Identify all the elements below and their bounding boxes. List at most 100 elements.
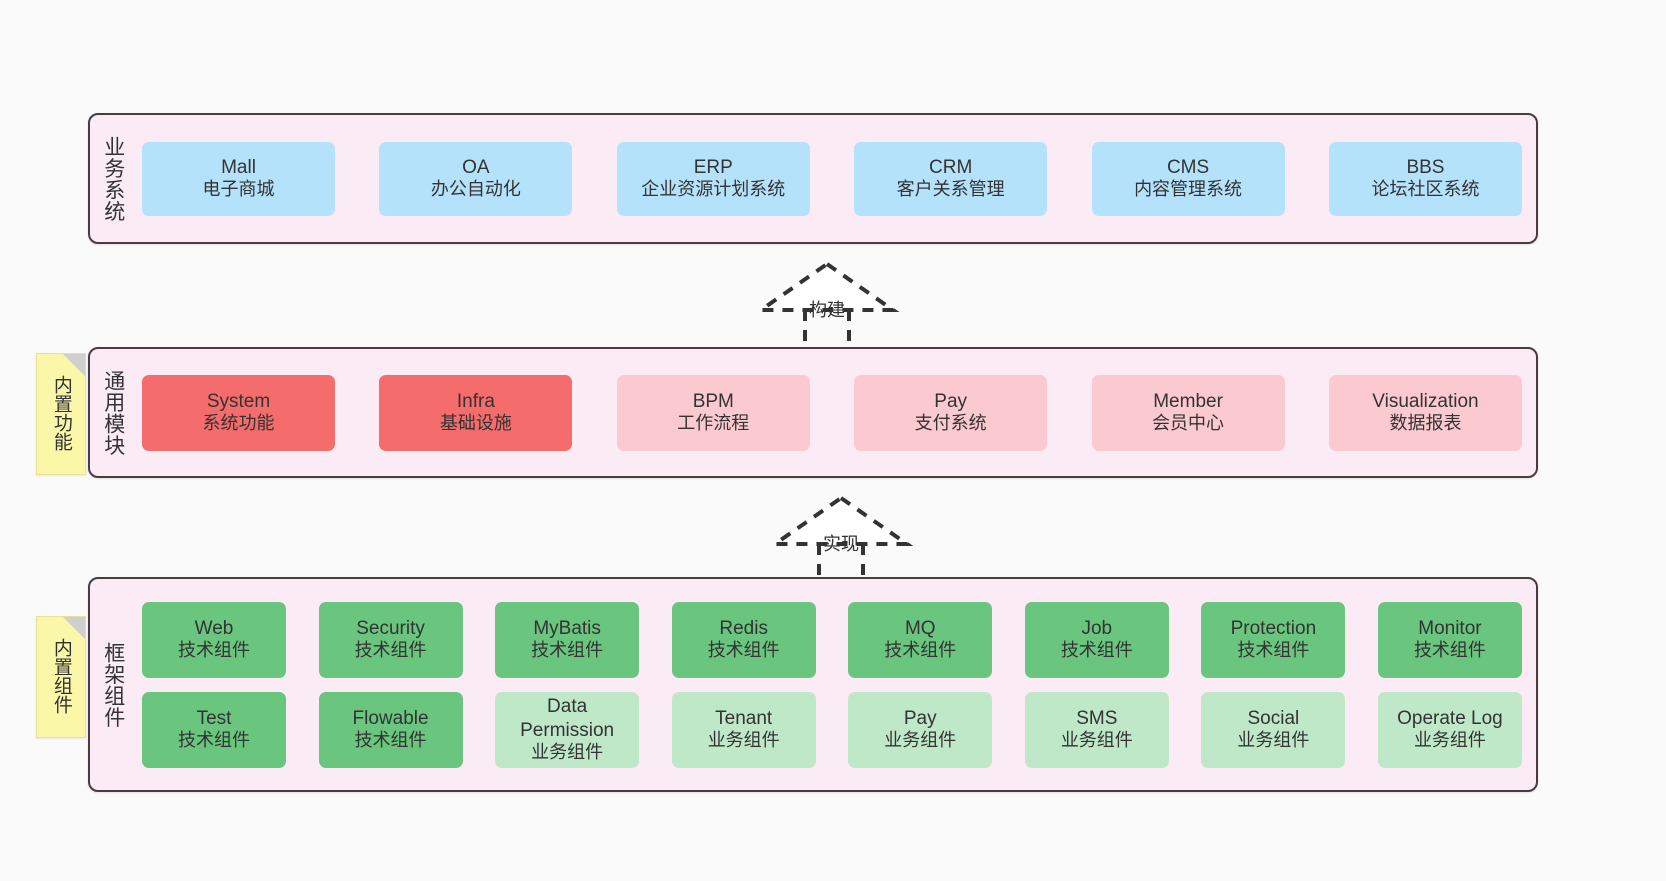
box-protection-title: Protection <box>1230 617 1317 639</box>
box-infra-title: Infra <box>456 390 495 412</box>
framework-row-tech: Web 技术组件 Security 技术组件 MyBatis 技术组件 Redi… <box>142 601 1522 678</box>
box-protection-subtitle: 技术组件 <box>1237 640 1310 661</box>
build-arrow-icon <box>754 261 900 352</box>
box-bpm-title: BPM <box>692 390 734 412</box>
box-security[interactable]: Security 技术组件 <box>318 601 463 678</box>
box-operate-log-subtitle: 业务组件 <box>1413 730 1486 751</box>
box-sms[interactable]: SMS 业务组件 <box>1024 691 1169 768</box>
box-protection[interactable]: Protection 技术组件 <box>1201 601 1346 678</box>
box-flowable[interactable]: Flowable 技术组件 <box>318 691 463 768</box>
box-system-title: System <box>206 390 271 412</box>
box-redis-title: Redis <box>719 617 768 639</box>
note-builtin-component-text: 内置组件 <box>50 638 72 714</box>
box-member-subtitle: 会员中心 <box>1152 413 1225 434</box>
connector-implement: 实现 <box>766 492 916 587</box>
box-mall-subtitle: 电子商城 <box>202 179 275 200</box>
box-operate-log[interactable]: Operate Log 业务组件 <box>1377 691 1522 768</box>
connector-build: 构建 <box>752 258 902 353</box>
box-pay-module-title: Pay <box>934 390 968 412</box>
box-mq-title: MQ <box>904 617 936 639</box>
box-erp-title: ERP <box>693 156 733 178</box>
box-member[interactable]: Member 会员中心 <box>1091 374 1285 451</box>
note-builtin-function-text: 内置功能 <box>50 375 72 451</box>
box-mybatis-title: MyBatis <box>533 617 601 639</box>
box-data-permission-subtitle: 业务组件 <box>531 741 604 762</box>
box-security-title: Security <box>356 617 425 639</box>
box-tenant-title: Tenant <box>715 707 773 729</box>
box-mall[interactable]: Mall 电子商城 <box>142 141 335 216</box>
layer-body-framework-component: Web 技术组件 Security 技术组件 MyBatis 技术组件 Redi… <box>136 579 1536 790</box>
box-mq[interactable]: MQ 技术组件 <box>848 601 993 678</box>
box-web-subtitle: 技术组件 <box>178 640 250 661</box>
implement-arrow-icon <box>768 495 914 586</box>
box-flowable-title: Flowable <box>352 707 429 729</box>
box-monitor[interactable]: Monitor 技术组件 <box>1377 601 1522 678</box>
box-mybatis[interactable]: MyBatis 技术组件 <box>495 601 640 678</box>
box-monitor-title: Monitor <box>1418 617 1482 639</box>
box-tenant[interactable]: Tenant 业务组件 <box>671 691 816 768</box>
box-social[interactable]: Social 业务组件 <box>1201 691 1346 768</box>
box-bpm[interactable]: BPM 工作流程 <box>616 374 810 451</box>
note-builtin-component: 内置组件 <box>36 616 86 738</box>
box-web-title: Web <box>194 617 234 639</box>
box-oa-title: OA <box>462 156 490 178</box>
layer-common-module[interactable]: 通用模块 System 系统功能 Infra 基础设施 BPM 工作流程 Pay… <box>88 347 1538 478</box>
layer-title-business-system: 业务系统 <box>101 135 125 222</box>
box-web[interactable]: Web 技术组件 <box>142 601 286 678</box>
box-visualization-title: Visualization <box>1372 390 1479 412</box>
box-crm[interactable]: CRM 客户关系管理 <box>854 141 1048 216</box>
connector-implement-label: 实现 <box>823 534 859 554</box>
box-security-subtitle: 技术组件 <box>354 640 427 661</box>
box-monitor-subtitle: 技术组件 <box>1413 640 1486 661</box>
box-redis-subtitle: 技术组件 <box>707 640 780 661</box>
box-tenant-subtitle: 业务组件 <box>707 730 780 751</box>
box-oa[interactable]: OA 办公自动化 <box>379 141 573 216</box>
connector-build-label: 构建 <box>809 300 845 320</box>
box-pay-module[interactable]: Pay 支付系统 <box>854 374 1048 451</box>
box-cms-subtitle: 内容管理系统 <box>1134 179 1243 200</box>
box-oa-subtitle: 办公自动化 <box>430 179 521 200</box>
box-crm-subtitle: 客户关系管理 <box>896 179 1005 200</box>
box-erp-subtitle: 企业资源计划系统 <box>641 179 786 200</box>
box-crm-title: CRM <box>929 156 973 178</box>
box-cms-title: CMS <box>1166 156 1210 178</box>
box-bbs[interactable]: BBS 论坛社区系统 <box>1328 141 1522 216</box>
box-pay-component[interactable]: Pay 业务组件 <box>848 691 993 768</box>
box-job[interactable]: Job 技术组件 <box>1024 601 1169 678</box>
box-job-title: Job <box>1081 617 1113 639</box>
box-bpm-subtitle: 工作流程 <box>677 413 750 434</box>
box-operate-log-title: Operate Log <box>1397 707 1503 729</box>
box-mybatis-subtitle: 技术组件 <box>531 640 604 661</box>
framework-row-business: Test 技术组件 Flowable 技术组件 Data Permission … <box>142 691 1522 768</box>
box-data-permission[interactable]: Data Permission 业务组件 <box>495 691 640 768</box>
box-visualization[interactable]: Visualization 数据报表 <box>1328 374 1522 451</box>
box-social-subtitle: 业务组件 <box>1237 730 1310 751</box>
note-builtin-function: 内置功能 <box>36 353 86 475</box>
box-redis[interactable]: Redis 技术组件 <box>671 601 816 678</box>
box-member-title: Member <box>1153 390 1223 412</box>
box-system-subtitle: 系统功能 <box>202 413 275 434</box>
box-visualization-subtitle: 数据报表 <box>1389 413 1462 434</box>
layer-body-common-module: System 系统功能 Infra 基础设施 BPM 工作流程 Pay 支付系统… <box>136 349 1536 476</box>
box-infra[interactable]: Infra 基础设施 <box>379 374 573 451</box>
box-cms[interactable]: CMS 内容管理系统 <box>1091 141 1285 216</box>
box-pay-component-subtitle: 业务组件 <box>884 730 957 751</box>
box-test-title: Test <box>196 707 232 729</box>
layer-framework-component[interactable]: 框架组件 Web 技术组件 Security 技术组件 MyBatis 技术组件… <box>88 577 1538 792</box>
box-infra-subtitle: 基础设施 <box>439 413 512 434</box>
box-flowable-subtitle: 技术组件 <box>354 730 427 751</box>
box-test[interactable]: Test 技术组件 <box>142 691 286 768</box>
box-bbs-title: BBS <box>1406 156 1445 178</box>
box-sms-title: SMS <box>1076 707 1118 729</box>
layer-title-common-module: 通用模块 <box>101 369 125 456</box>
box-erp[interactable]: ERP 企业资源计划系统 <box>616 141 810 216</box>
layer-business-system[interactable]: 业务系统 Mall 电子商城 OA 办公自动化 ERP 企业资源计划系统 CRM… <box>88 113 1538 244</box>
box-pay-component-title: Pay <box>903 707 937 729</box>
box-bbs-subtitle: 论坛社区系统 <box>1371 179 1480 200</box>
note-fold-icon <box>63 617 85 639</box>
box-system[interactable]: System 系统功能 <box>142 374 335 451</box>
box-social-title: Social <box>1247 707 1300 729</box>
box-data-permission-title: Data Permission <box>520 696 615 741</box>
box-mq-subtitle: 技术组件 <box>884 640 957 661</box>
layer-title-framework-component: 框架组件 <box>101 641 125 728</box>
